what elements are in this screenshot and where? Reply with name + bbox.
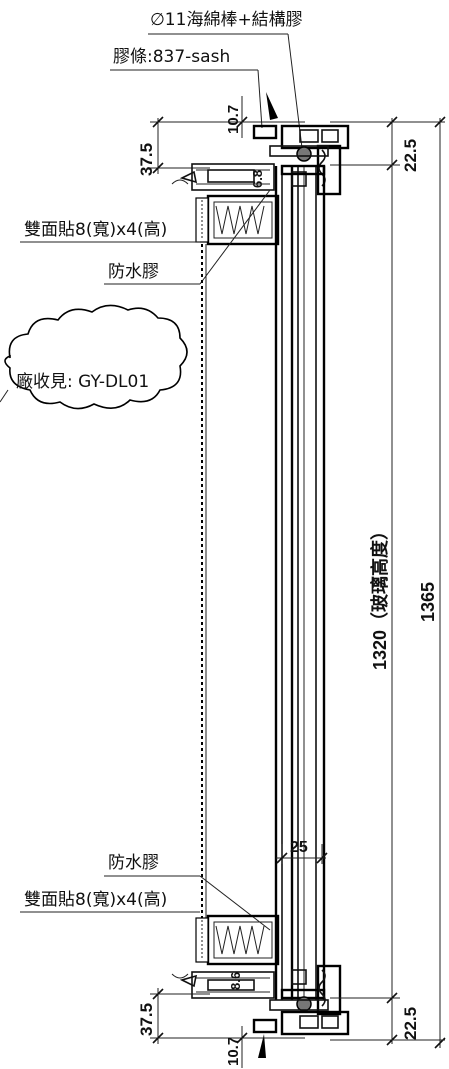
dim-bottom-37-5: 37.5 [137,1003,156,1036]
top-sash-box [195,194,280,246]
dim-bottom-37-tick2 [152,1032,164,1044]
dim-top-37-5: 37.5 [137,143,156,176]
dim-bottom-10-7: 10.7 [225,1037,242,1066]
tape-bottom-label: 雙面貼8(寬)x4(高) [24,890,167,910]
backer-rod-label: ∅11海綿棒+結構膠 [150,10,303,30]
dim-bottom-22-5-tick2 [386,1034,398,1046]
dim-25-tick1 [276,852,288,864]
dim-overall-height: 1365 [418,582,438,622]
dim-bottom-22-5-tick1 [386,992,398,1004]
dim-overall-tick-top [434,116,446,128]
backer-rod-bottom [296,996,312,1012]
dim-bottom-22-5: 22.5 [401,1007,420,1040]
bottom-sash-box [195,914,280,966]
dim-top-10-7: 10.7 [225,105,242,134]
waterproof-bottom-leader [199,875,271,931]
dim-top-10-7-tick [236,116,248,128]
dim-bottom-37-tick1 [152,988,164,1000]
backer-rod-leader [287,33,303,149]
waterproof-bottom-label: 防水膠 [108,853,159,873]
dim-glass-height: 1320（玻璃高度） [369,522,390,670]
bottom-frame-profile [171,964,350,1058]
dim-top-6-8: 6.8 [250,170,265,188]
gasket-arrow [266,92,278,120]
dim-25: 25 [290,839,308,856]
dim-bottom-10-7-tick [236,1032,248,1044]
dim-top-22-5: 22.5 [401,139,420,172]
tape-top-label: 雙面貼8(寬)x4(高) [24,220,167,240]
dim-top-37-tick2 [152,162,164,174]
waterproof-top-leader [199,189,271,285]
dim-top-37-tick1 [152,116,164,128]
glass-assembly [274,164,326,1000]
gasket-label: 膠條:837-sash [113,47,230,67]
top-frame-profile [171,124,350,196]
dim-25-tick2 [316,852,328,864]
cloud-callout [0,304,188,410]
gasket-leader [257,69,263,129]
dim-top-22-5-tick1 [386,116,398,128]
cloud-callout-text: 廠收見: GY-DL01 [16,371,149,392]
waterproof-top-label: 防水膠 [108,262,159,282]
backer-rod-top [296,146,312,162]
dim-bottom-8-6: 8.6 [228,972,243,990]
